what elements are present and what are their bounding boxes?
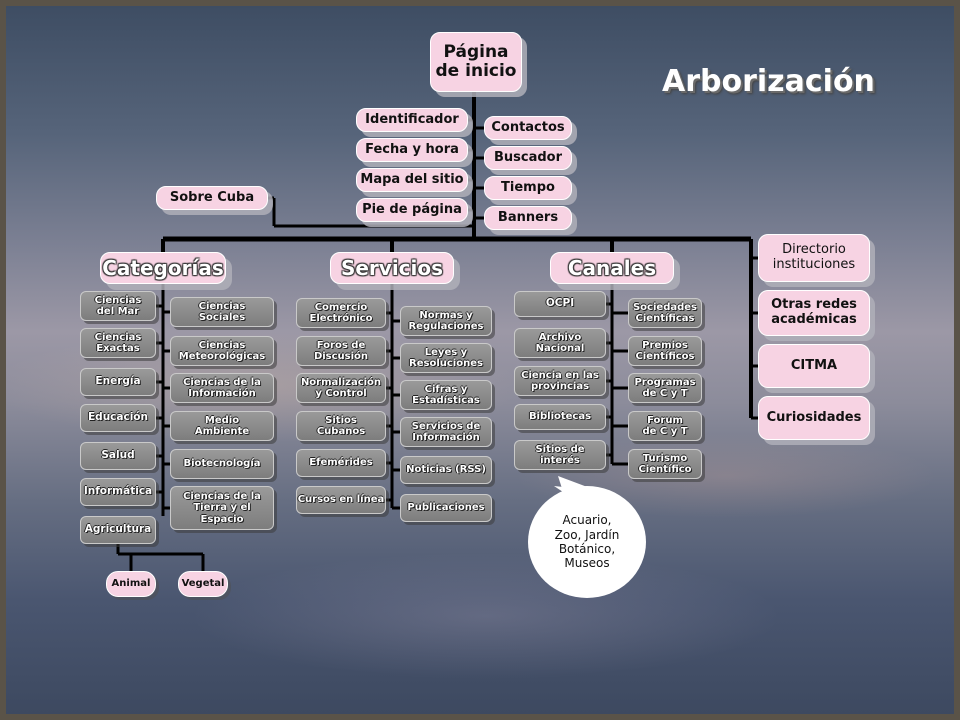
node-vegetal[interactable]: Vegetal: [178, 571, 228, 597]
can-programas-cyt[interactable]: Programas de C y T: [628, 373, 702, 403]
can-archivo-nacional[interactable]: Archivo Nacional: [514, 328, 606, 358]
can-premios-cientificos[interactable]: Premios Científicos: [628, 336, 702, 366]
node-animal[interactable]: Animal: [106, 571, 156, 597]
can-sitios-interes[interactable]: Sitios de interés: [514, 440, 606, 470]
cat-informatica[interactable]: Informática: [80, 478, 156, 506]
cat-medio-ambiente[interactable]: Medio Ambiente: [170, 411, 274, 441]
cat-ciencias-exactas[interactable]: Ciencias Exactas: [80, 328, 156, 358]
connector-lines: [116, 92, 758, 571]
serv-efemerides[interactable]: Efemérides: [296, 449, 386, 477]
serv-noticias-rss[interactable]: Noticias (RSS): [400, 456, 492, 484]
cat-agricultura[interactable]: Agricultura: [80, 516, 156, 544]
serv-sitios-cubanos[interactable]: Sitios Cubanos: [296, 411, 386, 441]
node-banners[interactable]: Banners: [484, 206, 572, 230]
node-pie-pagina[interactable]: Pie de página: [356, 198, 468, 222]
can-sociedades-cientificas[interactable]: Sociedades Científicas: [628, 298, 702, 328]
serv-foros-discusion[interactable]: Foros de Discusión: [296, 336, 386, 366]
cat-energia[interactable]: Energía: [80, 368, 156, 396]
node-identificador[interactable]: Identificador: [356, 108, 468, 132]
node-contactos[interactable]: Contactos: [484, 116, 572, 140]
node-categorias[interactable]: Categorías: [100, 252, 226, 284]
serv-comercio-electronico[interactable]: Comercio Electrónico: [296, 298, 386, 328]
node-curiosidades[interactable]: Curiosidades: [758, 396, 870, 440]
callout-bubble: Acuario, Zoo, Jardín Botánico, Museos: [528, 486, 646, 598]
node-servicios[interactable]: Servicios: [330, 252, 454, 284]
serv-normas-regulaciones[interactable]: Normas y Regulaciones: [400, 306, 492, 336]
node-mapa-sitio[interactable]: Mapa del sitio: [356, 168, 468, 192]
slide-title: Arborización: [662, 64, 875, 99]
node-directorio[interactable]: Directorio instituciones: [758, 234, 870, 282]
node-otras-redes[interactable]: Otras redes académicas: [758, 290, 870, 336]
can-turismo-cientifico[interactable]: Turismo Científico: [628, 449, 702, 479]
can-bibliotecas[interactable]: Bibliotecas: [514, 404, 606, 430]
root-node[interactable]: Página de inicio: [430, 32, 522, 92]
cat-ciencias-meteorologicas[interactable]: Ciencias Meteorológicas: [170, 336, 274, 366]
can-ciencia-provincias[interactable]: Ciencia en las provincias: [514, 366, 606, 396]
cat-ciencias-informacion[interactable]: Ciencias de la Información: [170, 373, 274, 403]
can-ocpi[interactable]: OCPI: [514, 291, 606, 317]
node-tiempo[interactable]: Tiempo: [484, 176, 572, 200]
can-forum-cyt[interactable]: Forum de C y T: [628, 411, 702, 441]
cat-salud[interactable]: Salud: [80, 442, 156, 470]
cat-ciencias-mar[interactable]: Ciencias del Mar: [80, 291, 156, 321]
cat-educacion[interactable]: Educación: [80, 404, 156, 432]
serv-publicaciones[interactable]: Publicaciones: [400, 494, 492, 522]
node-citma[interactable]: CITMA: [758, 344, 870, 388]
bubble-tail: [554, 476, 606, 501]
cat-ciencias-tierra[interactable]: Ciencias de la Tierra y el Espacio: [170, 486, 274, 530]
node-fecha-hora[interactable]: Fecha y hora: [356, 138, 468, 162]
serv-cursos-linea[interactable]: Cursos en línea: [296, 486, 386, 514]
serv-servicios-informacion[interactable]: Servicios de Información: [400, 417, 492, 447]
serv-leyes-resoluciones[interactable]: Leyes y Resoluciones: [400, 343, 492, 373]
node-canales[interactable]: Canales: [550, 252, 674, 284]
node-buscador[interactable]: Buscador: [484, 146, 572, 170]
node-sobre-cuba[interactable]: Sobre Cuba: [156, 186, 268, 210]
cat-ciencias-sociales[interactable]: Ciencias Sociales: [170, 297, 274, 327]
serv-cifras-estadisticas[interactable]: Cifras y Estadísticas: [400, 380, 492, 410]
serv-normalizacion[interactable]: Normalización y Control: [296, 373, 386, 403]
cat-biotecnologia[interactable]: Biotecnología: [170, 449, 274, 479]
